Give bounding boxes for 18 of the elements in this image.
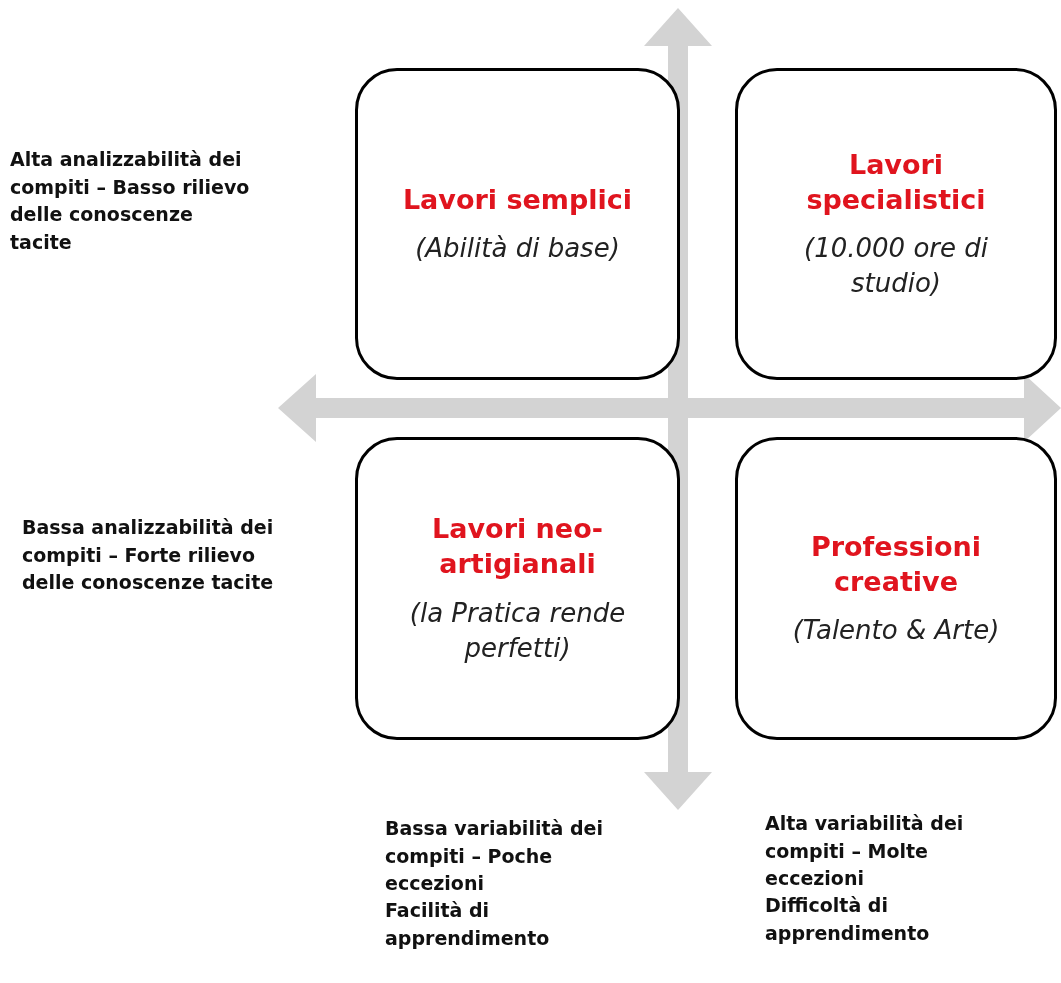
quadrant-subtitle: (10.000 ore di studio) <box>803 232 989 301</box>
quadrant-title: Lavori neo-artigianali <box>431 512 604 582</box>
axis-label: Difficoltà di apprendimento <box>765 893 931 946</box>
quadrant-box <box>355 68 680 380</box>
axis-label: Alta analizzabilità dei compiti – Basso rilievo delle conoscenze tacite <box>10 147 251 255</box>
axis-label: Bassa variabilità dei compiti – Poche eccezioni <box>385 816 604 897</box>
quadrant-subtitle: (Abilità di base) <box>415 232 620 265</box>
quadrant-subtitle: (Talento & Arte) <box>792 614 1000 648</box>
quadrant-subtitle: (la Pratica rende perfetti) <box>408 596 627 665</box>
quadrant-title: Lavori specialistici <box>805 147 987 217</box>
axis-label: Alta variabilità dei compiti – Molte eccezioni <box>765 811 965 892</box>
quadrant-box <box>735 68 1057 380</box>
quadrant-box <box>735 437 1057 740</box>
quadrant-box <box>355 437 680 740</box>
axis-label: Facilità di apprendimento <box>385 898 551 951</box>
axis-label: Bassa analizzabilità dei compiti – Forte rilievo delle conoscenze tacite <box>22 515 275 596</box>
quadrant-title: Professioni creative <box>809 529 983 599</box>
quadrant-title: Lavori semplici <box>402 182 633 217</box>
